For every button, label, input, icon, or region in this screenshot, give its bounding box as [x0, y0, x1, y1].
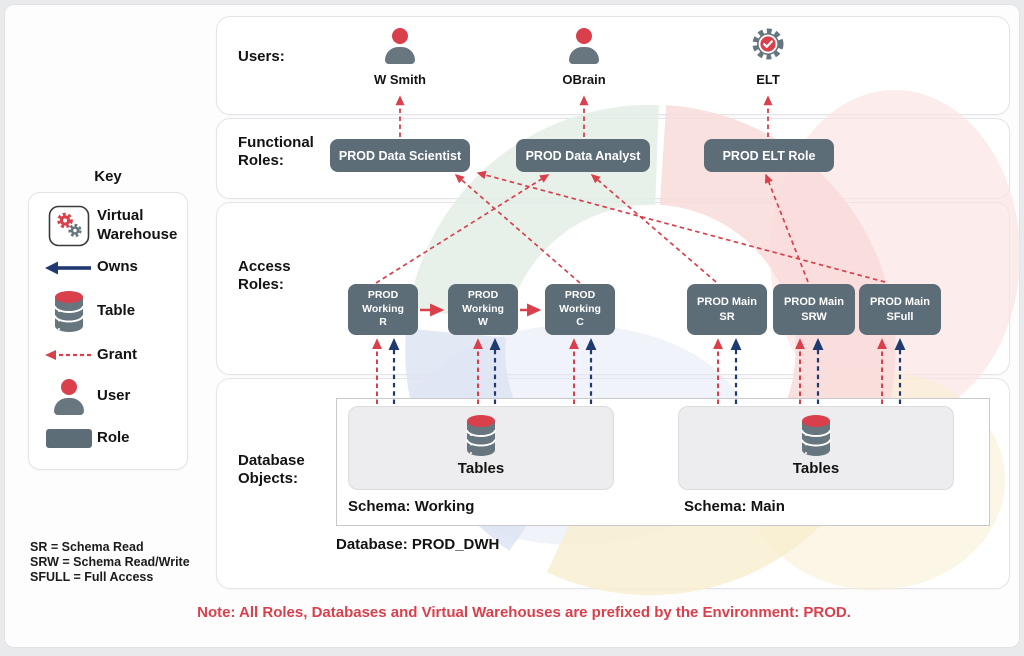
role-icon	[46, 428, 92, 448]
person-user-icon	[385, 28, 415, 64]
schema-main-label: Schema: Main	[684, 498, 785, 515]
schema-working-label: Schema: Working	[348, 498, 475, 515]
key-item-user: User	[41, 376, 177, 418]
access-role-prod-main-srw: PROD Main SRW	[773, 284, 855, 335]
user-icon	[54, 378, 84, 415]
key-item-label: User	[97, 387, 131, 405]
key-item-virtual-warehouse: Virtual Warehouse	[41, 205, 177, 247]
users-section-label: Users:	[238, 48, 285, 65]
database-objects-section-label: Database Objects:	[238, 452, 305, 488]
functional-role-prod-elt-role: PROD ELT Role	[704, 139, 834, 172]
user-name: W Smith	[374, 72, 426, 87]
key-item-label: Virtual Warehouse	[97, 207, 178, 243]
database-name-label: Database: PROD_DWH	[336, 536, 500, 553]
person-user-icon	[569, 28, 599, 64]
access-role-prod-main-sr: PROD Main SR	[687, 284, 767, 335]
functional-roles-section-label: Functional Roles:	[238, 134, 314, 170]
functional-role-prod-data-analyst: PROD Data Analyst	[516, 139, 650, 172]
access-role-prod-working-w: PROD Working W	[448, 284, 518, 335]
schema-working-box: Tables	[348, 406, 614, 490]
abbreviation-sr: SR = Schema Read	[30, 540, 144, 554]
user-name: OBrain	[562, 72, 606, 87]
key-item-label: Table	[97, 302, 136, 320]
gear-check-icon	[752, 28, 784, 60]
tables-label: Tables	[457, 460, 505, 477]
key-item-grant: Grant	[41, 335, 177, 377]
virtual-warehouse-icon	[48, 205, 90, 247]
access-role-prod-main-sfull: PROD Main SFull	[859, 284, 941, 335]
key-item-role: Role	[41, 418, 177, 460]
access-role-prod-working-r: PROD Working R	[348, 284, 418, 335]
access-roles-section-label: Access Roles:	[238, 258, 291, 294]
tables-icon	[466, 415, 496, 456]
user-wsmith: W Smith	[355, 28, 445, 87]
key-panel: Virtual Warehouse Owns Table	[28, 192, 188, 470]
key-item-owns: Owns	[41, 247, 177, 289]
owns-arrow-icon	[45, 261, 91, 275]
abbreviation-sfull: SFULL = Full Access	[30, 570, 154, 584]
key-title: Key	[94, 168, 122, 185]
tables-label: Tables	[792, 460, 840, 477]
user-obrain: OBrain	[539, 28, 629, 87]
schema-main-box: Tables	[678, 406, 954, 490]
functional-role-prod-data-scientist: PROD Data Scientist	[330, 139, 470, 172]
table-icon	[54, 290, 84, 332]
user-elt: ELT	[723, 26, 813, 87]
key-item-table: Table	[41, 289, 177, 335]
abbreviation-srw: SRW = Schema Read/Write	[30, 555, 190, 569]
key-item-label: Grant	[97, 345, 138, 363]
key-item-label: Owns	[97, 258, 138, 276]
grant-arrow-icon	[45, 350, 91, 361]
user-name: ELT	[756, 72, 780, 87]
tables-icon	[801, 415, 831, 456]
environment-note: Note: All Roles, Databases and Virtual W…	[197, 604, 851, 621]
key-item-label: Role	[97, 428, 130, 446]
access-role-prod-working-c: PROD Working C	[545, 284, 615, 335]
